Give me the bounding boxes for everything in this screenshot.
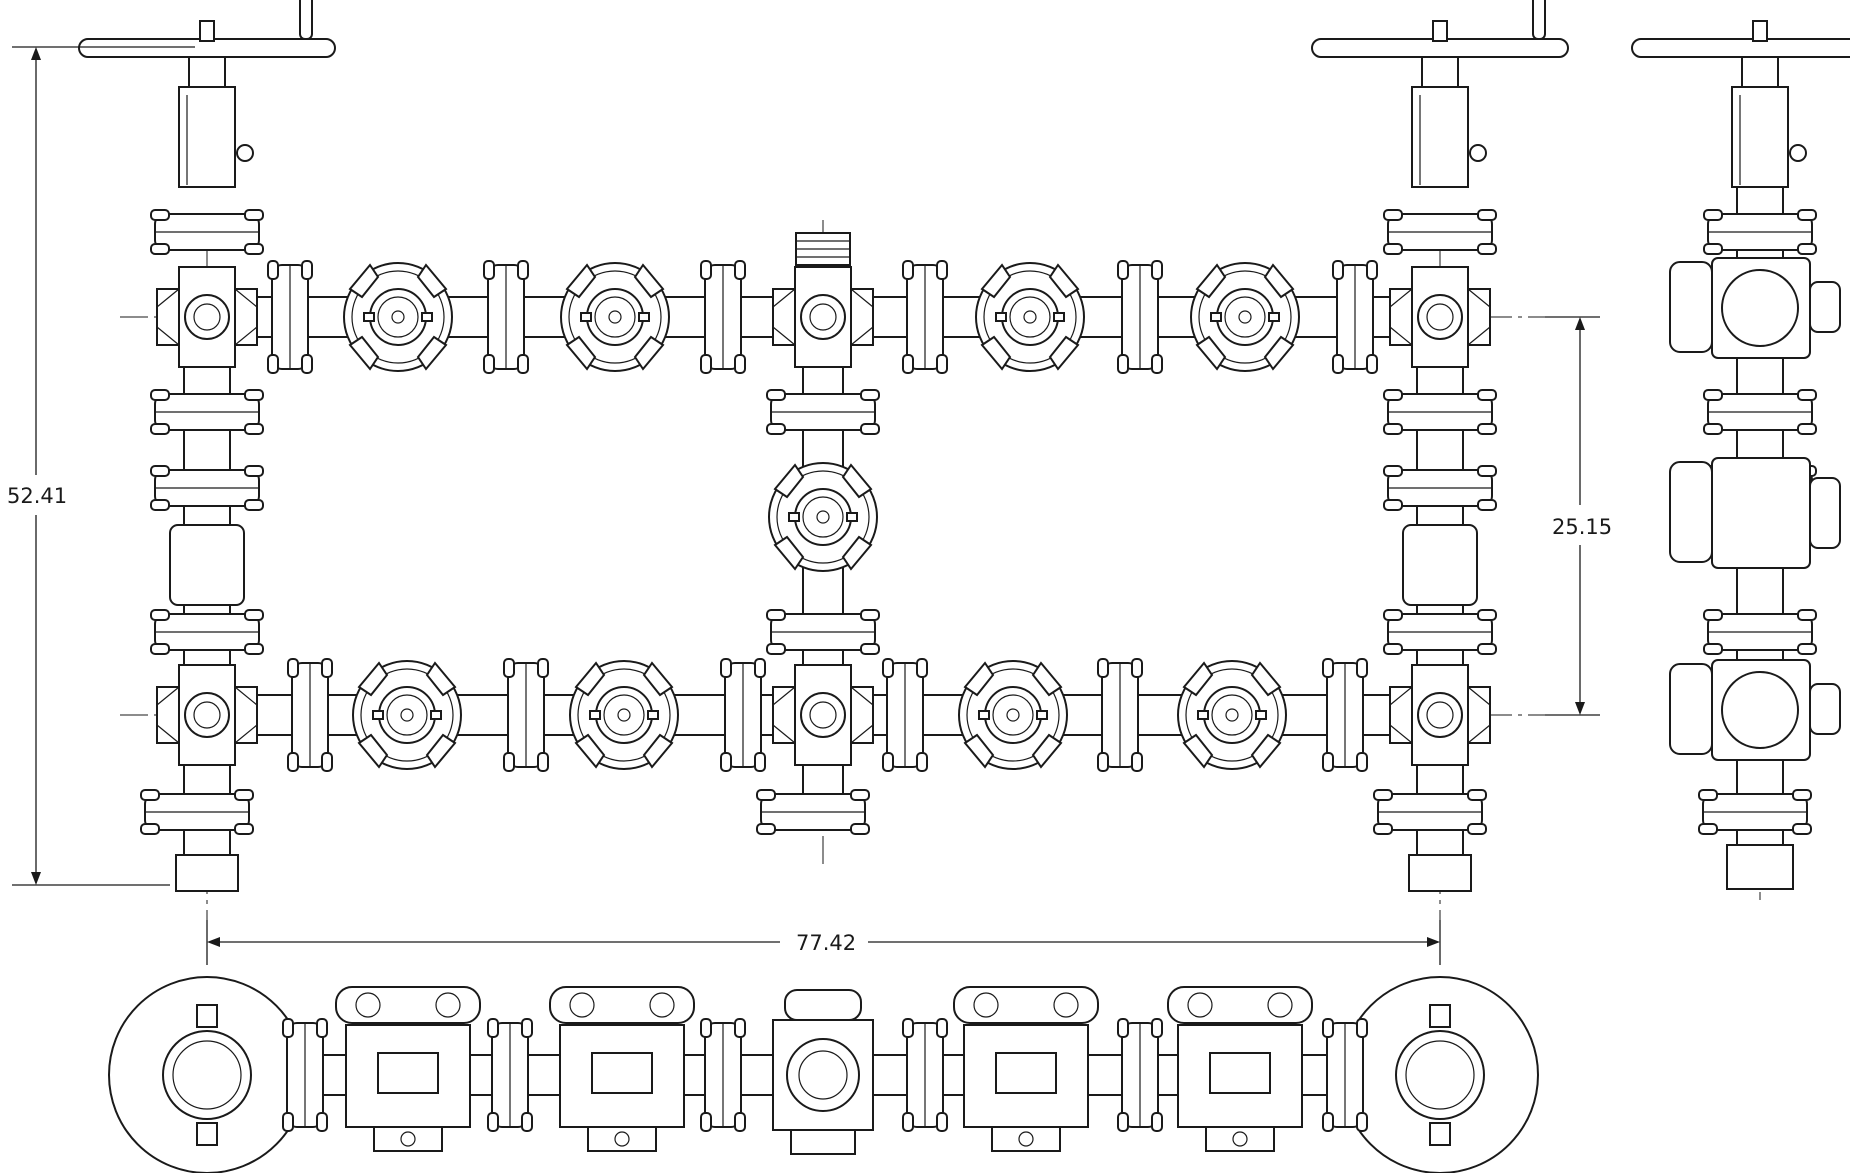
gate-valve-icon xyxy=(1311,0,1569,188)
plug-valve-icon xyxy=(569,660,679,770)
cross-fitting-icon xyxy=(772,664,874,766)
bottom-view xyxy=(108,976,1539,1173)
dimension-label-height: 52.41 xyxy=(7,484,67,508)
gate-valve-icon xyxy=(1631,0,1850,188)
plug-valve-icon xyxy=(958,660,1068,770)
cross-fitting-icon xyxy=(1389,266,1491,368)
cross-fitting-icon xyxy=(156,266,258,368)
cross-fitting-icon xyxy=(772,266,874,368)
plug-valve-icon xyxy=(975,262,1085,372)
plug-valve-icon xyxy=(343,262,453,372)
cross-fitting-icon xyxy=(156,664,258,766)
plug-valve-icon xyxy=(352,660,462,770)
plug-valve-icon xyxy=(1190,262,1300,372)
front-view xyxy=(78,0,1600,950)
plug-valve-icon xyxy=(1177,660,1287,770)
dimension-label-spacing: 25.15 xyxy=(1552,515,1612,539)
gate-valve-icon xyxy=(78,0,336,188)
dimension-label-width: 77.42 xyxy=(796,931,856,955)
dimensions: 52.41 25.15 77.42 xyxy=(7,46,1612,965)
side-view xyxy=(1631,0,1850,900)
plug-valve-icon xyxy=(560,262,670,372)
plug-valve-icon xyxy=(768,462,878,572)
cross-fitting-icon xyxy=(1389,664,1491,766)
